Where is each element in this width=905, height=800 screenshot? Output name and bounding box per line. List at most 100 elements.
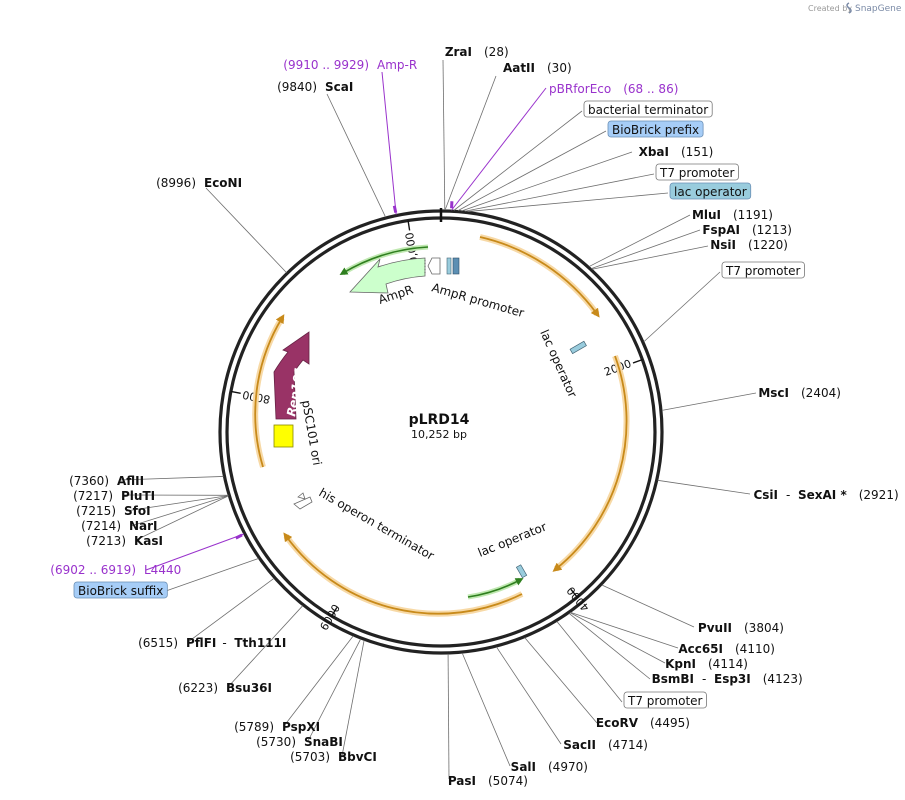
label-dash-csii: - — [786, 488, 790, 502]
label-box-biobrick-prefix — [607, 120, 704, 138]
label-scai[interactable]: ScaI(9840) — [277, 80, 353, 94]
label-name-scai: ScaI — [325, 80, 353, 94]
label-kasi[interactable]: KasI(7213) — [86, 534, 163, 548]
label-t7-promoter-1[interactable]: T7 promoter — [655, 163, 739, 181]
leader-bbvci — [341, 640, 365, 757]
label-name-fspai: FspAI — [702, 223, 740, 237]
label-text-biobrick-prefix: BioBrick prefix — [612, 123, 699, 137]
label-bsu36i[interactable]: Bsu36I(6223) — [178, 681, 272, 695]
label-pspxi[interactable]: PspXI(5789) — [234, 720, 320, 734]
orf-arc-3-core — [283, 532, 523, 615]
label-name-bbvci: BbvCI — [338, 750, 377, 764]
label-name-aflii: AflII — [117, 474, 144, 488]
feature-small-blue-2 — [452, 257, 460, 275]
label-name-ecorv: EcoRV — [596, 716, 639, 730]
label-pos-amp-r-primer: (9910 .. 9929) — [283, 58, 369, 72]
label-pos-l4440: (6902 .. 6919) — [50, 563, 136, 577]
label-text-bact-term: bacterial terminator — [588, 103, 708, 117]
leader-biobrick-prefix — [457, 130, 607, 212]
label-pos-mlui: (1191) — [733, 208, 773, 222]
label-sacii[interactable]: SacII(4714) — [563, 738, 648, 752]
feature-psc101-ori[interactable] — [273, 424, 294, 448]
label-pflfi[interactable]: PflFI(6515)-Tth111I — [138, 636, 286, 650]
label-ecorv[interactable]: EcoRV (4495) — [596, 716, 690, 730]
label-kpni[interactable]: KpnI(4114) — [665, 657, 748, 671]
label-econi[interactable]: EcoNI(8996) — [156, 176, 242, 190]
label-snabi[interactable]: SnaBI(5730) — [256, 735, 343, 749]
label-pluti[interactable]: PluTI(7217) — [73, 489, 155, 503]
label-t7-promoter-2[interactable]: T7 promoter — [721, 261, 805, 279]
label-name-csii: CsiI — [753, 488, 778, 502]
psc101-ori-label: pSC101 ori — [299, 399, 324, 466]
label-bsmbi[interactable]: BsmBI-Esp3I(4123) — [652, 672, 803, 686]
label-box-t7-promoter-1 — [655, 163, 739, 181]
label-fspai[interactable]: FspAI(1213) — [702, 223, 792, 237]
label-name-zrai: ZraI — [445, 45, 472, 59]
label-bact-term[interactable]: bacterial terminator — [583, 100, 713, 118]
orf-arc-4-core — [254, 314, 285, 468]
label-lac-operator-box[interactable]: lac operator — [669, 182, 752, 200]
orf-arc-1-core — [479, 236, 600, 318]
label-acc65i[interactable]: Acc65I(4110) — [678, 642, 775, 656]
label-name-bsmbi: BsmBI — [652, 672, 694, 686]
label-pos-pflfi: (6515) — [138, 636, 178, 650]
label-pvuii[interactable]: PvuII(3804) — [698, 621, 784, 635]
label-text-t7-promoter-1: T7 promoter — [659, 166, 735, 180]
label-name-l4440: L4440 — [144, 563, 181, 577]
leader-mlui — [588, 214, 691, 267]
label-biobrick-suffix[interactable]: BioBrick suffix — [73, 581, 168, 599]
leader-csii — [657, 479, 751, 495]
label-pos-aatii: (30) — [547, 61, 572, 75]
feature-lac-operator-2[interactable] — [515, 564, 528, 579]
label-pos-zrai: (28) — [484, 45, 509, 59]
label-pos-econi: (8996) — [156, 176, 196, 190]
label-pos-kpni: (4114) — [708, 657, 748, 671]
label-pos-nari: (7214) — [81, 519, 121, 533]
label-xbai[interactable]: XbaI(151) — [639, 145, 714, 159]
leader-aatii — [444, 75, 497, 211]
label-name-nsii: NsiI — [710, 238, 736, 252]
leader-sfoi — [125, 495, 229, 512]
label-pasi[interactable]: PasI(5074) — [448, 774, 528, 788]
leader-bsu36i — [227, 605, 304, 688]
label-pos-msci: (2404) — [801, 386, 841, 400]
leader-msci — [661, 392, 757, 411]
label-msci[interactable]: MscI(2404) — [758, 386, 841, 400]
tick-4000 — [570, 588, 578, 598]
label-l4440[interactable]: L4440 (6902 .. 6919) — [50, 563, 181, 577]
leader-nsii — [591, 245, 709, 270]
label-pos-xbai: (151) — [681, 145, 713, 159]
label-bbvci[interactable]: BbvCI(5703) — [290, 750, 377, 764]
leader-t7-promoter-3 — [556, 621, 623, 703]
label-aflii[interactable]: AflII(7360) — [69, 474, 144, 488]
label-name2-csii: SexAI * — [798, 488, 847, 502]
label-zrai[interactable]: ZraI (28) — [445, 45, 509, 59]
leader-ecorv — [524, 637, 598, 724]
label-name-acc65i: Acc65I — [678, 642, 723, 656]
label-aatii[interactable]: AatII(30) — [503, 61, 572, 75]
label-sfoi[interactable]: SfoI(7215) — [76, 504, 150, 518]
feature-lac-operator-1[interactable] — [569, 340, 587, 355]
feature-ampr[interactable] — [349, 257, 426, 294]
label-t7-promoter-3[interactable]: T7 promoter — [623, 691, 707, 709]
label-pos-ecorv: (4495) — [650, 716, 690, 730]
his-terminator-label: his operon terminator — [317, 485, 437, 562]
label-pos-sacii: (4714) — [608, 738, 648, 752]
label-biobrick-prefix[interactable]: BioBrick prefix — [607, 120, 704, 138]
primer-mark-amp-r-primer — [392, 205, 398, 213]
label-nsii[interactable]: NsiI(1220) — [710, 238, 788, 252]
label-box-biobrick-suffix — [73, 581, 168, 599]
tick-8000 — [230, 390, 241, 395]
feature-his-terminator[interactable] — [293, 496, 313, 510]
leader-xbai — [461, 151, 633, 212]
label-pos-sali: (4970) — [548, 760, 588, 774]
label-pbrforeco[interactable]: pBRforEco(68 .. 86) — [549, 82, 678, 96]
feature-rep101[interactable] — [273, 331, 310, 420]
label-sali[interactable]: SalI(4970) — [511, 760, 588, 774]
leader-zrai — [442, 59, 446, 211]
label-csii[interactable]: CsiI-SexAI *(2921) — [753, 488, 898, 502]
label-nari[interactable]: NarI(7214) — [81, 519, 157, 533]
feature-ampr-promoter[interactable] — [427, 257, 441, 275]
label-amp-r-primer[interactable]: Amp-R(9910 .. 9929) — [283, 58, 417, 72]
label-mlui[interactable]: MluI(1191) — [692, 208, 773, 222]
